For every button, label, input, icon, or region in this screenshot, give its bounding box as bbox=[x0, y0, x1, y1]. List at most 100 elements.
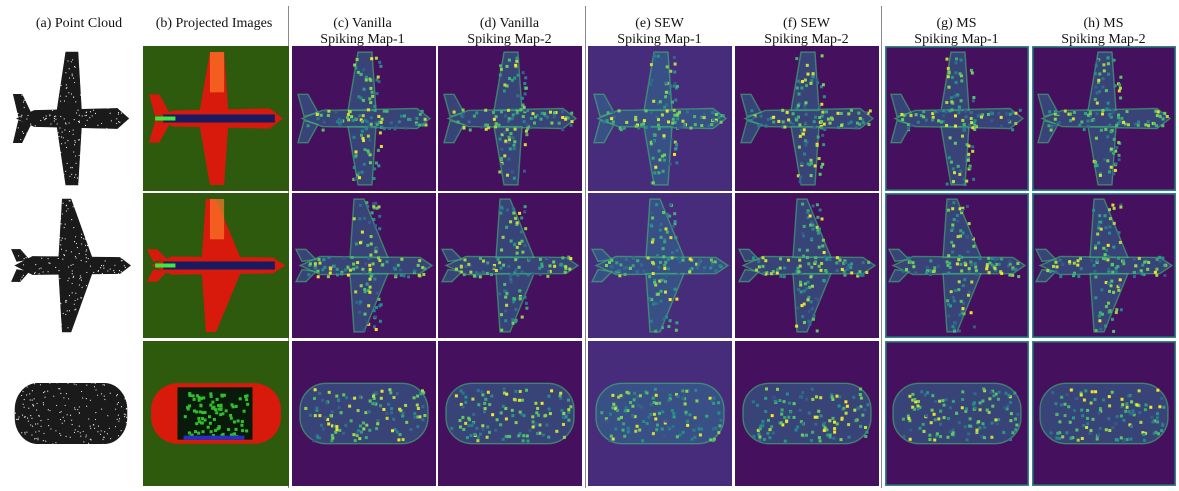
activation-pixel bbox=[477, 403, 481, 407]
activation-pixel bbox=[664, 95, 668, 99]
projection-green-channel bbox=[155, 263, 176, 268]
point-gap bbox=[31, 417, 33, 419]
activation-pixel bbox=[622, 266, 626, 270]
activation-pixel bbox=[331, 436, 335, 440]
activation-pixel bbox=[802, 128, 806, 132]
point-gap bbox=[120, 237, 122, 239]
point-gap bbox=[106, 101, 108, 103]
point-gap bbox=[123, 165, 125, 167]
activation-pixel bbox=[399, 409, 403, 413]
point-gap bbox=[38, 145, 40, 147]
activation-pixel bbox=[357, 171, 361, 175]
activation-pixel bbox=[930, 408, 934, 412]
activation-pixel bbox=[1101, 77, 1105, 81]
point-gap bbox=[67, 280, 69, 282]
activation-pixel bbox=[980, 435, 984, 439]
activation-pixel bbox=[688, 268, 692, 272]
activation-pixel bbox=[992, 265, 996, 269]
point-gap bbox=[68, 294, 70, 297]
activation-pixel bbox=[536, 406, 540, 410]
point-gap bbox=[92, 247, 95, 249]
activation-pixel bbox=[1054, 270, 1058, 274]
activation-pixel bbox=[772, 120, 776, 124]
activation-pixel bbox=[993, 258, 997, 262]
point-gap bbox=[107, 98, 109, 100]
point-gap bbox=[81, 243, 83, 245]
activation-pixel bbox=[945, 57, 949, 61]
activation-pixel bbox=[1112, 221, 1116, 225]
activation-pixel bbox=[201, 411, 205, 415]
activation-pixel bbox=[1107, 269, 1111, 273]
activation-pixel bbox=[407, 275, 411, 279]
activation-pixel bbox=[925, 265, 929, 269]
activation-pixel bbox=[337, 398, 341, 402]
point-gap bbox=[111, 273, 113, 276]
column-separator bbox=[881, 6, 882, 488]
point-gap bbox=[30, 74, 32, 76]
activation-pixel bbox=[687, 388, 690, 392]
activation-pixel bbox=[1091, 417, 1095, 421]
activation-pixel bbox=[559, 391, 563, 395]
activation-pixel bbox=[327, 255, 331, 259]
activation-pixel bbox=[787, 258, 790, 262]
activation-pixel bbox=[783, 416, 787, 420]
activation-pixel bbox=[481, 393, 485, 397]
activation-pixel bbox=[970, 236, 974, 240]
activation-pixel bbox=[805, 84, 808, 88]
point-gap bbox=[44, 276, 46, 279]
activation-pixel bbox=[653, 58, 657, 62]
activation-pixel bbox=[688, 413, 692, 417]
activation-pixel bbox=[619, 394, 623, 398]
activation-pixel bbox=[499, 266, 503, 270]
activation-pixel bbox=[1099, 327, 1103, 331]
point-gap bbox=[124, 161, 126, 163]
point-gap bbox=[24, 383, 26, 385]
point-gap bbox=[116, 221, 118, 223]
point-gap bbox=[86, 142, 88, 145]
activation-pixel bbox=[190, 433, 194, 437]
point-gap bbox=[20, 307, 22, 309]
activation-pixel bbox=[958, 207, 962, 211]
activation-pixel bbox=[1016, 412, 1020, 417]
activation-pixel bbox=[1115, 415, 1119, 419]
point-gap bbox=[21, 162, 23, 165]
activation-pixel bbox=[820, 102, 824, 106]
point-gap bbox=[78, 406, 80, 408]
point-gap bbox=[85, 451, 87, 453]
point-gap bbox=[20, 174, 22, 176]
point-gap bbox=[33, 438, 36, 440]
point-gap bbox=[22, 162, 24, 164]
activation-pixel bbox=[978, 257, 982, 261]
activation-pixel bbox=[1125, 402, 1129, 406]
point-gap bbox=[120, 283, 122, 285]
point-gap bbox=[37, 174, 39, 177]
point-gap bbox=[50, 220, 52, 222]
activation-pixel bbox=[663, 153, 666, 157]
point-gap bbox=[38, 218, 41, 220]
activation-pixel bbox=[483, 401, 487, 405]
point-gap bbox=[39, 247, 41, 249]
activation-pixel bbox=[768, 428, 772, 432]
activation-pixel bbox=[995, 422, 999, 426]
point-gap bbox=[114, 280, 116, 282]
point-gap bbox=[114, 217, 116, 219]
activation-pixel bbox=[354, 290, 358, 294]
point-gap bbox=[23, 54, 25, 56]
activation-pixel bbox=[901, 117, 905, 122]
point-gap bbox=[114, 149, 116, 151]
activation-pixel bbox=[977, 420, 981, 424]
point-gap bbox=[104, 241, 106, 243]
point-gap bbox=[118, 367, 120, 369]
point-gap bbox=[61, 422, 63, 424]
activation-pixel bbox=[675, 297, 679, 301]
point-gap bbox=[84, 115, 86, 117]
activation-pixel bbox=[1110, 263, 1114, 267]
activation-pixel bbox=[965, 438, 969, 442]
activation-pixel bbox=[224, 409, 228, 413]
point-gap bbox=[68, 77, 70, 79]
vanilla-map-1-airplane-straight-wing bbox=[292, 46, 436, 191]
activation-pixel bbox=[326, 113, 330, 117]
activation-pixel bbox=[362, 328, 366, 332]
point-gap bbox=[80, 470, 82, 472]
point-gap bbox=[125, 96, 127, 98]
